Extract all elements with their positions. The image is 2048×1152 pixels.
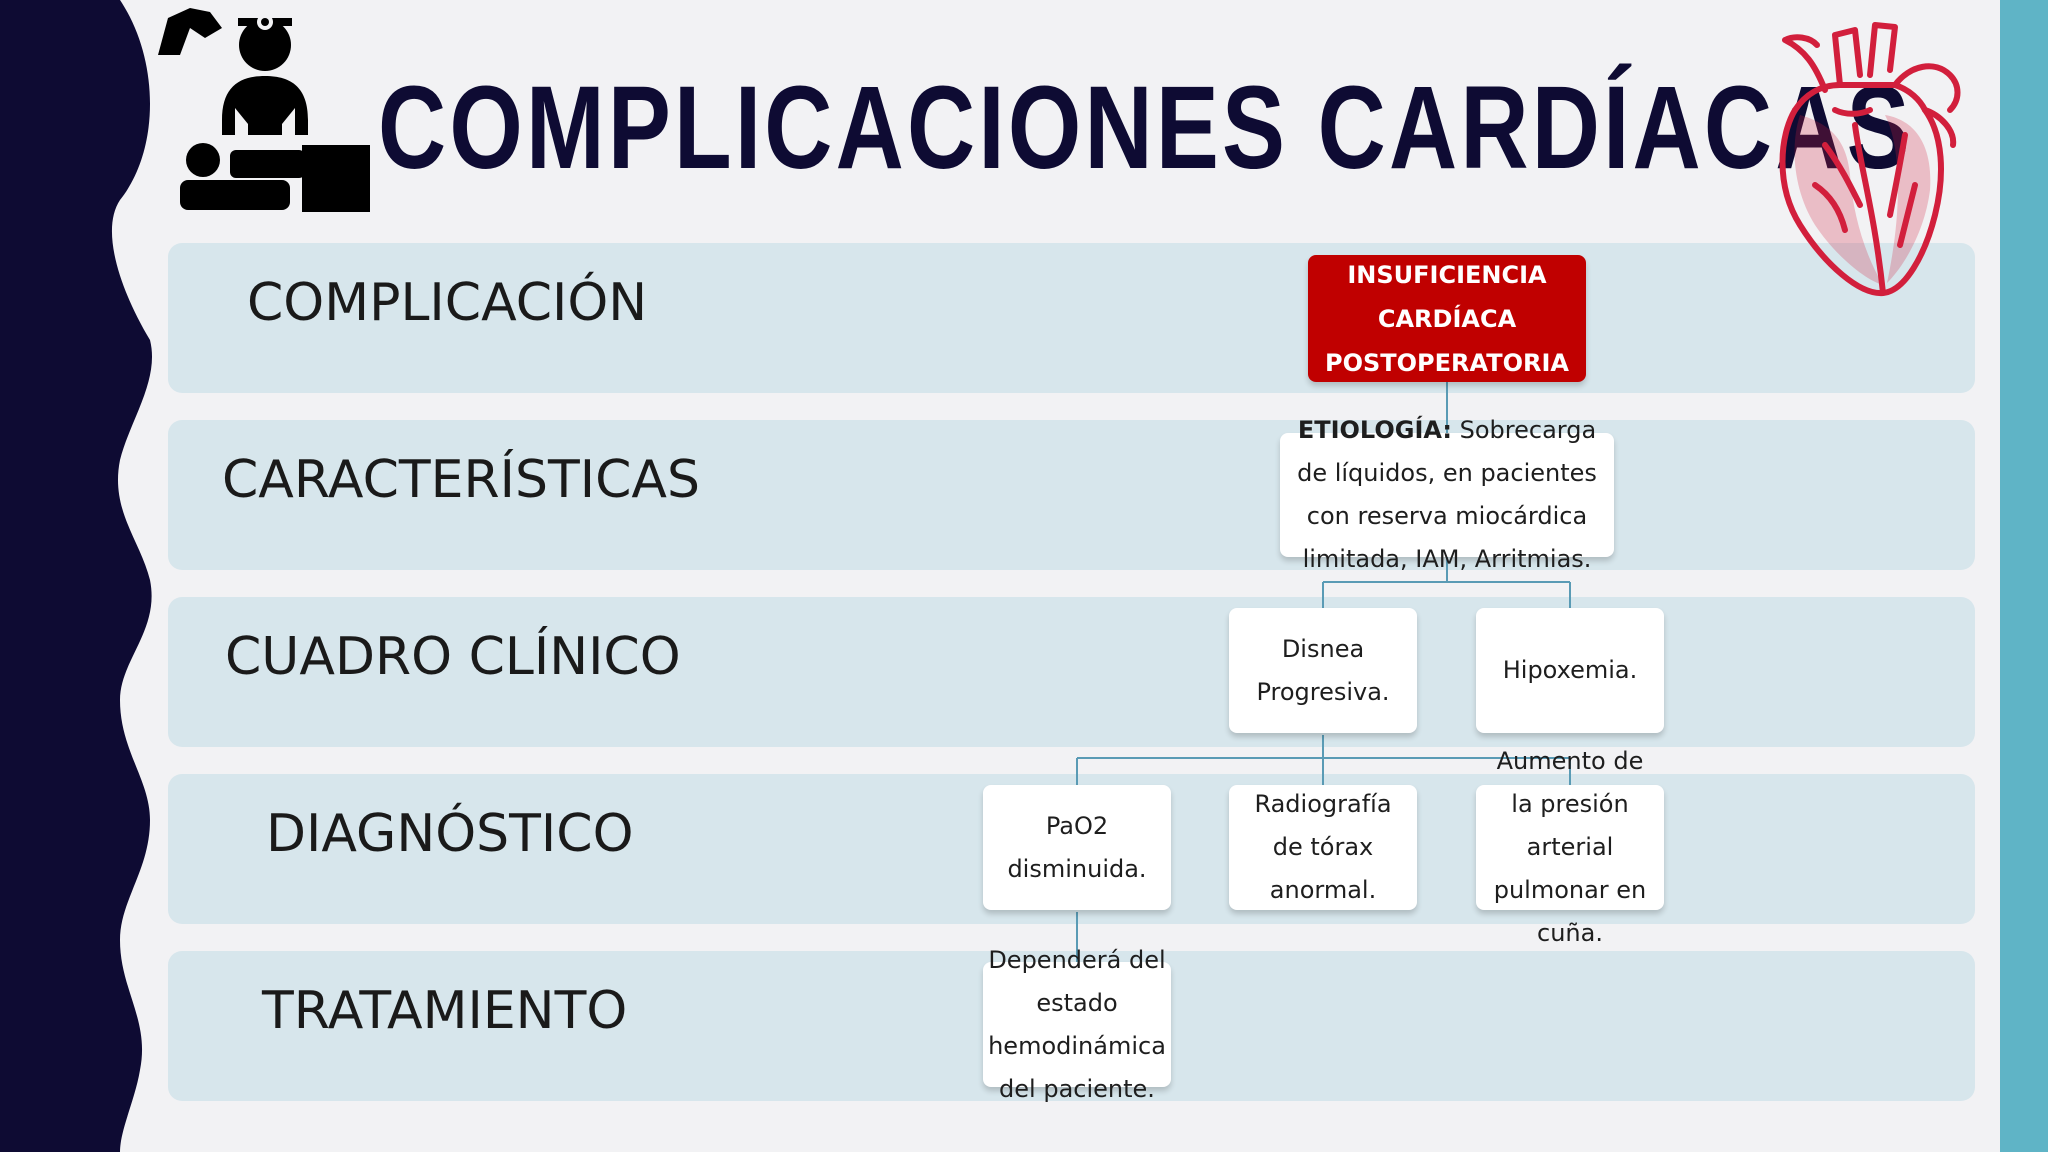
row-label: TRATAMIENTO <box>262 981 628 1041</box>
row-label: CARACTERÍSTICAS <box>222 450 700 510</box>
row-band-caracteristicas <box>168 420 1975 570</box>
row-label: DIAGNÓSTICO <box>266 804 634 864</box>
row-band-cuadro-clinico <box>168 597 1975 747</box>
row-label: COMPLICACIÓN <box>247 273 648 333</box>
node-etiologia: ETIOLOGÍA: Sobrecarga de líquidos, en pa… <box>1280 416 1614 573</box>
anatomical-heart-icon <box>1779 22 1961 297</box>
node-radiografia: Radiografía de tórax anormal. <box>1229 785 1417 910</box>
node-tratamiento: Dependerá del estado hemodinámica del pa… <box>983 946 1171 1103</box>
row-band-complicacion <box>168 243 1975 393</box>
node-insuficiencia-cardiaca: INSUFICIENCIA CARDÍACA POSTOPERATORIA <box>1308 255 1586 382</box>
left-wave-band <box>0 0 153 1152</box>
node-hipoxemia: Hipoxemia. <box>1476 608 1664 733</box>
node-pao2: PaO2 disminuida. <box>983 785 1171 910</box>
row-label: CUADRO CLÍNICO <box>225 627 681 687</box>
etiologia-text: Sobrecarga de líquidos, en pacientes con… <box>1297 416 1597 573</box>
node-presion-arterial: Aumento de la presión arterial pulmonar … <box>1476 747 1664 947</box>
doctor-treating-patient-icon <box>158 8 370 212</box>
right-teal-edge <box>2000 0 2048 1152</box>
node-disnea: Disnea Progresiva. <box>1229 608 1417 733</box>
etiologia-label: ETIOLOGÍA: <box>1297 416 1452 444</box>
